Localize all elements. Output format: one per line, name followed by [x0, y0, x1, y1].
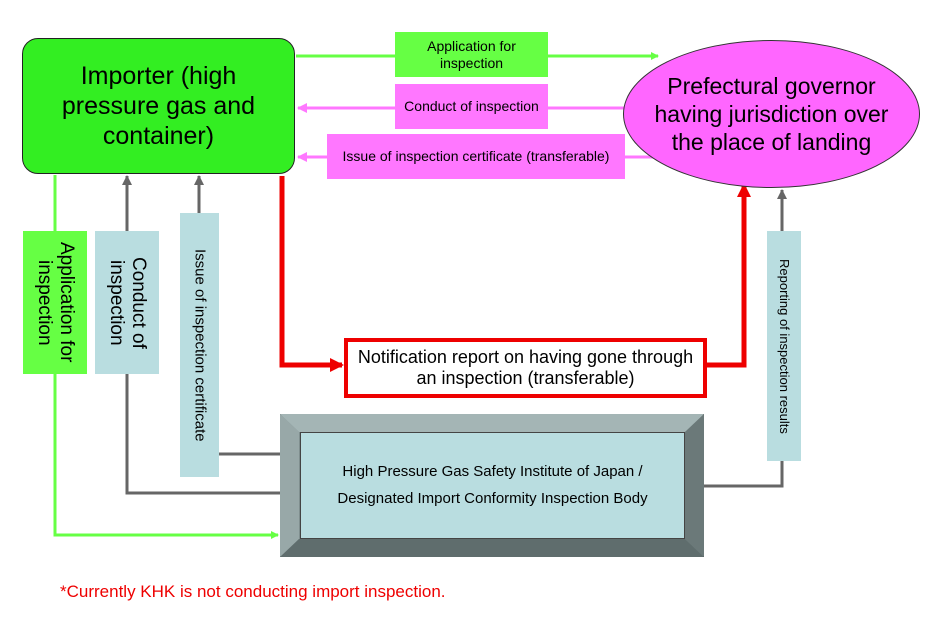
importer-node: Importer (high pressure gas and containe…	[22, 38, 295, 174]
governor-node: Prefectural governor having jurisdiction…	[623, 40, 920, 188]
institute-line2: Designated Import Conformity Inspection …	[337, 489, 648, 507]
label-issue-left-text: Issue of inspection certificate	[191, 248, 209, 442]
label-conduct-left-text: Conduct of inspection	[106, 256, 149, 349]
governor-label: Prefectural governor having jurisdiction…	[654, 72, 889, 156]
arrow-application-left	[53, 175, 279, 539]
label-application-top-text: Application for inspection	[427, 38, 516, 71]
importer-label: Importer (high pressure gas and containe…	[61, 62, 256, 150]
arrow-notify-in	[279, 176, 344, 372]
label-issue-top-text: Issue of inspection certificate (transfe…	[342, 148, 610, 165]
label-conduct-top: Conduct of inspection	[395, 84, 548, 129]
institute-node: High Pressure Gas Safety Institute of Ja…	[300, 432, 685, 539]
label-issue-top: Issue of inspection certificate (transfe…	[327, 134, 625, 179]
notification-label: Notification report on having gone throu…	[357, 347, 694, 388]
label-reporting: Reporting of inspection results	[767, 231, 801, 461]
arrow-notify-out	[707, 183, 751, 368]
label-conduct-left: Conduct of inspection	[95, 231, 159, 374]
label-application-left-text: Application for inspection	[34, 242, 77, 363]
institute-bevel-shading	[280, 414, 704, 557]
label-application-left: Application for inspection	[23, 231, 87, 374]
institute-line1: High Pressure Gas Safety Institute of Ja…	[342, 463, 643, 481]
notification-box: Notification report on having gone throu…	[344, 338, 707, 398]
label-reporting-text: Reporting of inspection results	[776, 258, 792, 434]
label-issue-left: Issue of inspection certificate	[180, 213, 219, 477]
label-application-top: Application for inspection	[395, 32, 548, 77]
label-conduct-top-text: Conduct of inspection	[404, 98, 539, 115]
footnote: *Currently KHK is not conducting import …	[60, 582, 446, 601]
